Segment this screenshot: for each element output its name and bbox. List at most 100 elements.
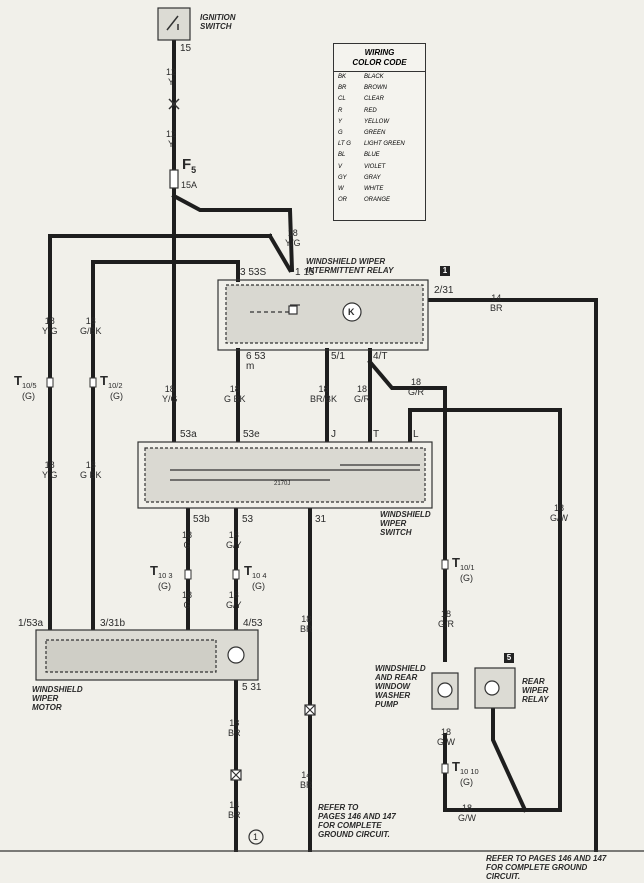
wire-label-g-a: 18 G xyxy=(182,530,193,550)
legend-color: LIGHT GREEN xyxy=(364,141,405,148)
legend-color: BLACK xyxy=(364,74,384,80)
ignition-switch-label: IGNITION SWITCH xyxy=(200,13,236,31)
legend-code: BK xyxy=(338,74,347,80)
legend-color: YELLOW xyxy=(364,118,390,125)
terminal-sw-53a: 53a xyxy=(180,429,197,440)
wiper-relay-label: WINDSHIELD WIPER INTERMITTENT RELAY xyxy=(306,257,394,275)
connector-t102: T10/2(G) xyxy=(100,373,123,401)
terminal-motor-5-31: 5 31 xyxy=(242,682,262,693)
wire-left-yg-stub xyxy=(267,233,293,273)
connector-t101: T10/1(G) xyxy=(452,555,475,583)
wire-label-left-yg-top: 18 Y/G xyxy=(42,316,58,336)
wire-relay-feed xyxy=(171,193,295,273)
terminal-relay-3-53s: 3 53S xyxy=(240,267,267,278)
wire-label-left-gbk-top: 18 G/BK xyxy=(80,316,102,336)
connector-t105: T10/5(G) xyxy=(14,373,37,401)
wire-label-gr-diag: 18 G/R xyxy=(408,377,425,397)
wire-label-br-31: 18 BR xyxy=(300,614,313,634)
legend-entry: R RED xyxy=(334,106,425,117)
legend-color: VIOLET xyxy=(364,163,386,170)
terminal-relay-2-31: 2/31 xyxy=(434,285,454,296)
wire-label-brbk: 18 BR/BK xyxy=(310,384,338,404)
relay-k-label: K xyxy=(348,307,355,317)
legend-code: R xyxy=(338,107,343,114)
wire-gr-diag xyxy=(367,359,447,662)
ground-symbol xyxy=(248,829,264,845)
legend-entry: BK BLACK xyxy=(334,72,425,83)
wire-left-yg xyxy=(48,234,272,632)
legend-code: Y xyxy=(338,118,343,125)
ground-number: 1 xyxy=(253,832,259,842)
legend-code: BL xyxy=(338,152,346,159)
legend-entry: BL BLUE xyxy=(334,150,425,161)
terminal-sw-53b: 53b xyxy=(193,514,210,525)
wire-gw-loop xyxy=(408,408,562,812)
wire-label-yg-mid: 18 Y/G xyxy=(162,384,178,404)
legend-color: RED xyxy=(364,107,377,114)
wire-label-gw-right: 18 G/W xyxy=(550,503,568,523)
legend-entry: BR BROWN xyxy=(334,83,425,94)
legend-color: GRAY xyxy=(364,174,381,181)
terminal-sw-l: L xyxy=(413,429,419,440)
wire-label-gw-bottom: 18 G/W xyxy=(458,803,476,823)
wire-label-relay-feed: 18 Y/G xyxy=(285,228,301,248)
legend-code: GY xyxy=(338,174,347,181)
terminal-relay-5-1: 5/1 xyxy=(331,351,345,362)
wiper-motor-label: WINDSHIELD WIPER MOTOR xyxy=(32,685,83,712)
wire-left-gbk xyxy=(91,260,240,632)
legend-code: V xyxy=(338,163,343,170)
terminal-sw-j: J xyxy=(331,429,336,440)
wire-label-br-bottom: 14 BR xyxy=(228,800,241,820)
legend-code: BR xyxy=(338,85,347,92)
legend-color: ORANGE xyxy=(364,197,391,204)
washer-pump-label: WINDSHIELD AND REAR WINDOW WASHER PUMP xyxy=(375,664,426,709)
legend-entry: LT G LIGHT GREEN xyxy=(334,139,425,150)
wire-label-left-gbk-bot: 18 G BK xyxy=(80,460,102,480)
connector-t103: T10 3(G) xyxy=(150,563,173,591)
wire-label-gw-pump: 18 G W xyxy=(437,727,455,747)
relay-coil xyxy=(342,302,362,322)
legend-entry: OR ORANGE xyxy=(334,195,425,206)
wire-label-br-31b: 14 BR xyxy=(300,770,313,790)
wire-label-ign-a: 12 Y xyxy=(166,67,177,87)
wire-label-br-motor: 18 BR xyxy=(228,718,241,738)
wire-label-br-top: 14 BR xyxy=(490,293,503,313)
legend-code: OR xyxy=(338,197,347,204)
legend-color: BLUE xyxy=(364,152,380,159)
terminal-sw-53: 53 xyxy=(242,514,254,525)
legend-entry: Y YELLOW xyxy=(334,117,425,128)
ground-note-b: REFER TO PAGES 146 AND 147 FOR COMPLETE … xyxy=(486,854,607,881)
wire-label-gr-pump: 18 G/R xyxy=(438,609,455,629)
legend-code: W xyxy=(338,186,344,193)
wire-label-gy-a: 18 G/Y xyxy=(226,530,242,550)
wire-rear-relay xyxy=(491,698,528,813)
terminal-relay-6-53m: 6 53 m xyxy=(246,351,266,372)
terminal-relay-1-15: 1 15 xyxy=(295,267,315,278)
legend-title: WIRING COLOR CODE xyxy=(334,44,425,72)
terminal-ign-15: 15 xyxy=(180,43,192,54)
terminal-motor-1-53a: 1/53a xyxy=(18,618,44,629)
legend-code: LT G xyxy=(338,141,351,148)
legend-color: BROWN xyxy=(364,85,387,92)
terminal-relay-4-t: 4/T xyxy=(373,351,388,362)
terminal-sw-t: T xyxy=(373,429,380,440)
wire-label-ign-b: 12 Y xyxy=(166,129,177,149)
wire-br-top xyxy=(428,298,598,852)
wiper-relay-number: 1 xyxy=(440,266,450,276)
terminal-motor-3-31b: 3/31b xyxy=(100,618,126,629)
switch-resistor-label: 2170J xyxy=(274,481,291,487)
legend-entry: GY GRAY xyxy=(334,173,425,184)
legend-color: CLEAR xyxy=(364,96,385,103)
ground-note-a: REFER TO PAGES 146 AND 147 FOR COMPLETE … xyxy=(318,803,396,839)
terminal-sw-53e: 53e xyxy=(243,429,260,440)
switch-box xyxy=(137,441,433,509)
legend-color: GREEN xyxy=(364,130,386,137)
connector-t1010: T10 10(G) xyxy=(452,759,479,787)
wire-label-gy-b: 18 G/Y xyxy=(226,590,242,610)
legend-entry: V VIOLET xyxy=(334,162,425,173)
wire-label-left-yg-bot: 18 Y G xyxy=(42,460,58,480)
motor-symbol xyxy=(227,646,245,664)
